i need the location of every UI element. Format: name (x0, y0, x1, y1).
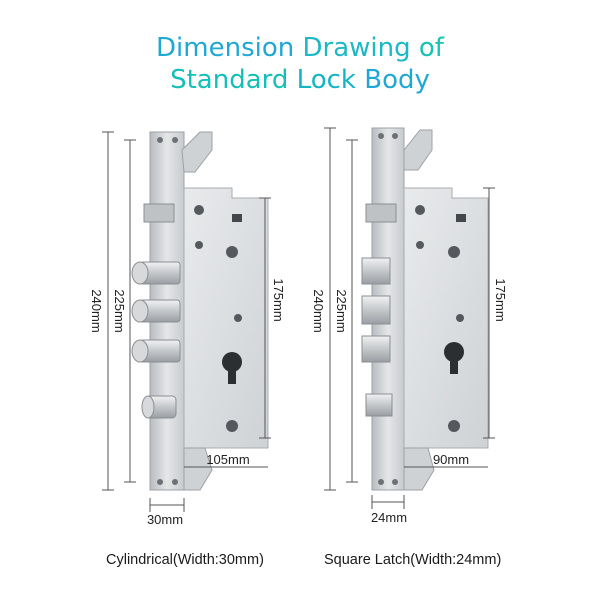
title-word: Dimension (156, 33, 295, 63)
slot (456, 214, 466, 222)
left-width-label: 30mm (147, 512, 183, 527)
right-case-plate (403, 187, 489, 449)
left-case-height-label: 175mm (271, 278, 286, 321)
screw-hole (172, 479, 178, 485)
right-small-latch (365, 203, 397, 223)
rivet (415, 205, 425, 215)
slot (232, 214, 242, 222)
screw-hole (378, 479, 384, 485)
title-word: Drawing (302, 33, 411, 63)
screw-hole (172, 137, 178, 143)
left-dimension-lines (102, 131, 271, 512)
left-caption: Cylindrical(Width:30mm) (106, 552, 264, 568)
rivet (195, 241, 203, 249)
rivet (194, 205, 204, 215)
left-latch-bolt (141, 395, 177, 419)
left-round-bolt (131, 339, 181, 363)
left-small-latch (143, 203, 175, 223)
right-cylinder-keyhole (444, 342, 464, 374)
left-case-plate (183, 187, 269, 449)
right-top-hook (403, 129, 433, 171)
rivet (234, 314, 242, 322)
spindle-hole (226, 246, 238, 258)
title-line-1: Dimension Drawing of (0, 32, 600, 64)
right-lock-body (361, 127, 489, 491)
rivet (416, 241, 424, 249)
title-word: Body (364, 65, 430, 95)
right-square-bolt (361, 335, 391, 363)
title-line-2: Standard Lock Body (0, 64, 600, 96)
left-round-bolt (131, 299, 181, 323)
right-caption: Square Latch(Width:24mm) (324, 552, 502, 568)
left-top-hook (181, 131, 213, 173)
left-lock-body (131, 131, 269, 491)
right-height-bolts-label: 225mm (334, 289, 349, 332)
title-word: Lock (296, 65, 356, 95)
screw-hole (392, 133, 398, 139)
screw-hole (378, 133, 384, 139)
right-square-bolt (361, 257, 391, 285)
left-case-depth-label: 105mm (206, 452, 249, 467)
right-dimension-lines (324, 127, 495, 509)
left-height-total-label: 240mm (89, 289, 104, 332)
left-round-bolt (131, 261, 181, 285)
screw-hole (157, 479, 163, 485)
right-latch-bolt (365, 393, 393, 417)
rivet (456, 314, 464, 322)
left-bottom-hook (183, 447, 213, 491)
right-case-height-label: 175mm (493, 278, 508, 321)
spindle-hole (448, 420, 460, 432)
left-height-bolts-label: 225mm (112, 289, 127, 332)
left-cylinder-keyhole (222, 352, 242, 384)
right-bottom-hook (403, 447, 435, 491)
screw-hole (392, 479, 398, 485)
title-word: Standard (170, 65, 289, 95)
right-width-label: 24mm (371, 510, 407, 525)
spindle-hole (448, 246, 460, 258)
right-case-depth-label: 90mm (433, 452, 469, 467)
spindle-hole (226, 420, 238, 432)
screw-hole (157, 137, 163, 143)
title-word: of (418, 33, 444, 63)
right-square-bolt (361, 295, 391, 325)
right-height-total-label: 240mm (311, 289, 326, 332)
